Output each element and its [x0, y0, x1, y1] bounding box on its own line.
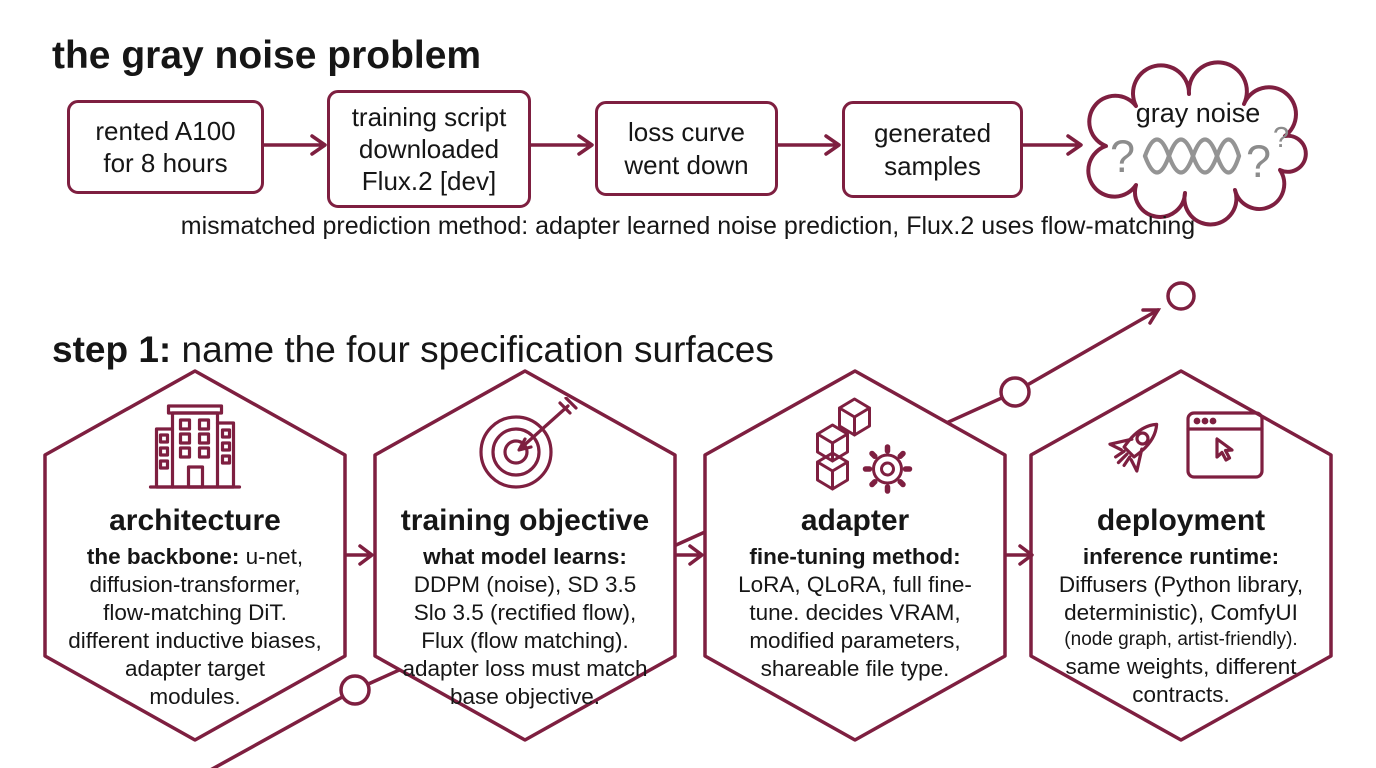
flow-arrow-icon — [257, 134, 327, 156]
step-title-rest: name the four specification surfaces — [171, 329, 774, 370]
browser-window-icon — [1186, 411, 1264, 479]
question-mark-left: ? — [1110, 131, 1136, 182]
hexagon-training-objective: training objective what model learns: DD… — [375, 371, 675, 745]
thought-cloud-icon — [1086, 60, 1308, 227]
hexagon-body-lead: inference runtime: — [1082, 544, 1280, 569]
hex-arrow-icon — [1005, 544, 1034, 566]
flow-arrow-icon — [524, 134, 594, 156]
hexagon-title: training objective — [400, 504, 650, 537]
flow-step-loss-curve: loss curve went down — [595, 101, 778, 196]
hexagon-body-lead: what model learns: — [423, 544, 627, 569]
rocket-browser-icon — [1108, 411, 1264, 479]
hexagon-body-text: Diffusers (Python library, deterministic… — [1058, 572, 1304, 625]
trend-node-circle — [339, 674, 371, 706]
question-mark-right: ? — [1246, 136, 1272, 187]
hexagon-body-text: DDPM (noise), SD 3.5 Slo 3.5 (rectified … — [402, 572, 648, 709]
cubes-gear-icon — [816, 397, 913, 494]
flow-step-generated-samples: generated samples — [842, 101, 1023, 198]
hexagon-body-text: LoRA, QLoRA, full fine- tune. decides VR… — [738, 572, 972, 681]
hexagon-adapter: adapter fine-tuning method: LoRA, QLoRA,… — [705, 371, 1005, 745]
hexagon-body: inference runtime: Diffusers (Python lib… — [1037, 543, 1325, 709]
hexagon-title: architecture — [109, 504, 281, 537]
hexagon-outline-architecture — [43, 369, 347, 742]
hexagon-body-lead: the backbone: — [86, 544, 240, 569]
question-mark-small: ? — [1273, 122, 1290, 154]
target-icon — [479, 397, 578, 489]
hexagon-outline-adapter — [703, 369, 1007, 742]
hexagon-body-text-2: same weights, different contracts. — [1065, 654, 1297, 707]
section-title-gray-noise-problem: the gray noise problem — [52, 34, 482, 77]
hexagon-architecture: architecture the backbone: u-net, diffus… — [45, 371, 345, 745]
noise-waves-icon — [1142, 137, 1242, 175]
hexagon-body: fine-tuning method: LoRA, QLoRA, full fi… — [711, 543, 999, 683]
hexagon-title: adapter — [800, 504, 910, 537]
hexagon-outline-training-objective — [373, 369, 677, 742]
flow-arrow-icon — [1013, 134, 1083, 156]
flow-step-training-script: training script downloaded Flux.2 [dev] — [327, 90, 531, 208]
hexagon-deployment: deployment inference runtime: Diffusers … — [1031, 371, 1331, 745]
flow-arrow-icon — [771, 134, 841, 156]
problem-caption: mismatched prediction method: adapter le… — [180, 212, 1196, 240]
section-title-step-1: step 1: name the four specification surf… — [52, 329, 774, 371]
trend-arrowhead-icon — [1141, 308, 1162, 325]
cloud-label: gray noise — [1135, 98, 1261, 128]
hexagon-body: what model learns: DDPM (noise), SD 3.5 … — [381, 543, 669, 711]
hexagon-body-lead: fine-tuning method: — [749, 544, 961, 569]
hexagon-title: deployment — [1096, 504, 1266, 537]
hexagon-body-small-text: (node graph, artist-friendly). — [1064, 629, 1298, 650]
building-icon — [148, 404, 242, 489]
trend-node-circle — [999, 376, 1031, 408]
hexagon-body: the backbone: u-net, diffusion-transform… — [51, 543, 339, 711]
cursor-icon — [1215, 437, 1234, 462]
flow-step-rented-a100: rented A100 for 8 hours — [67, 100, 264, 194]
hexagon-body-text: u-net, diffusion-transformer, flow-match… — [68, 544, 322, 709]
trend-end-circle — [1166, 281, 1196, 311]
step-title-bold: step 1: — [52, 329, 172, 370]
hexagon-outline-deployment — [1029, 369, 1333, 742]
rocket-icon — [1108, 422, 1159, 473]
hex-arrow-icon — [675, 544, 704, 566]
trend-line — [210, 308, 1160, 768]
hex-arrow-icon — [345, 544, 374, 566]
